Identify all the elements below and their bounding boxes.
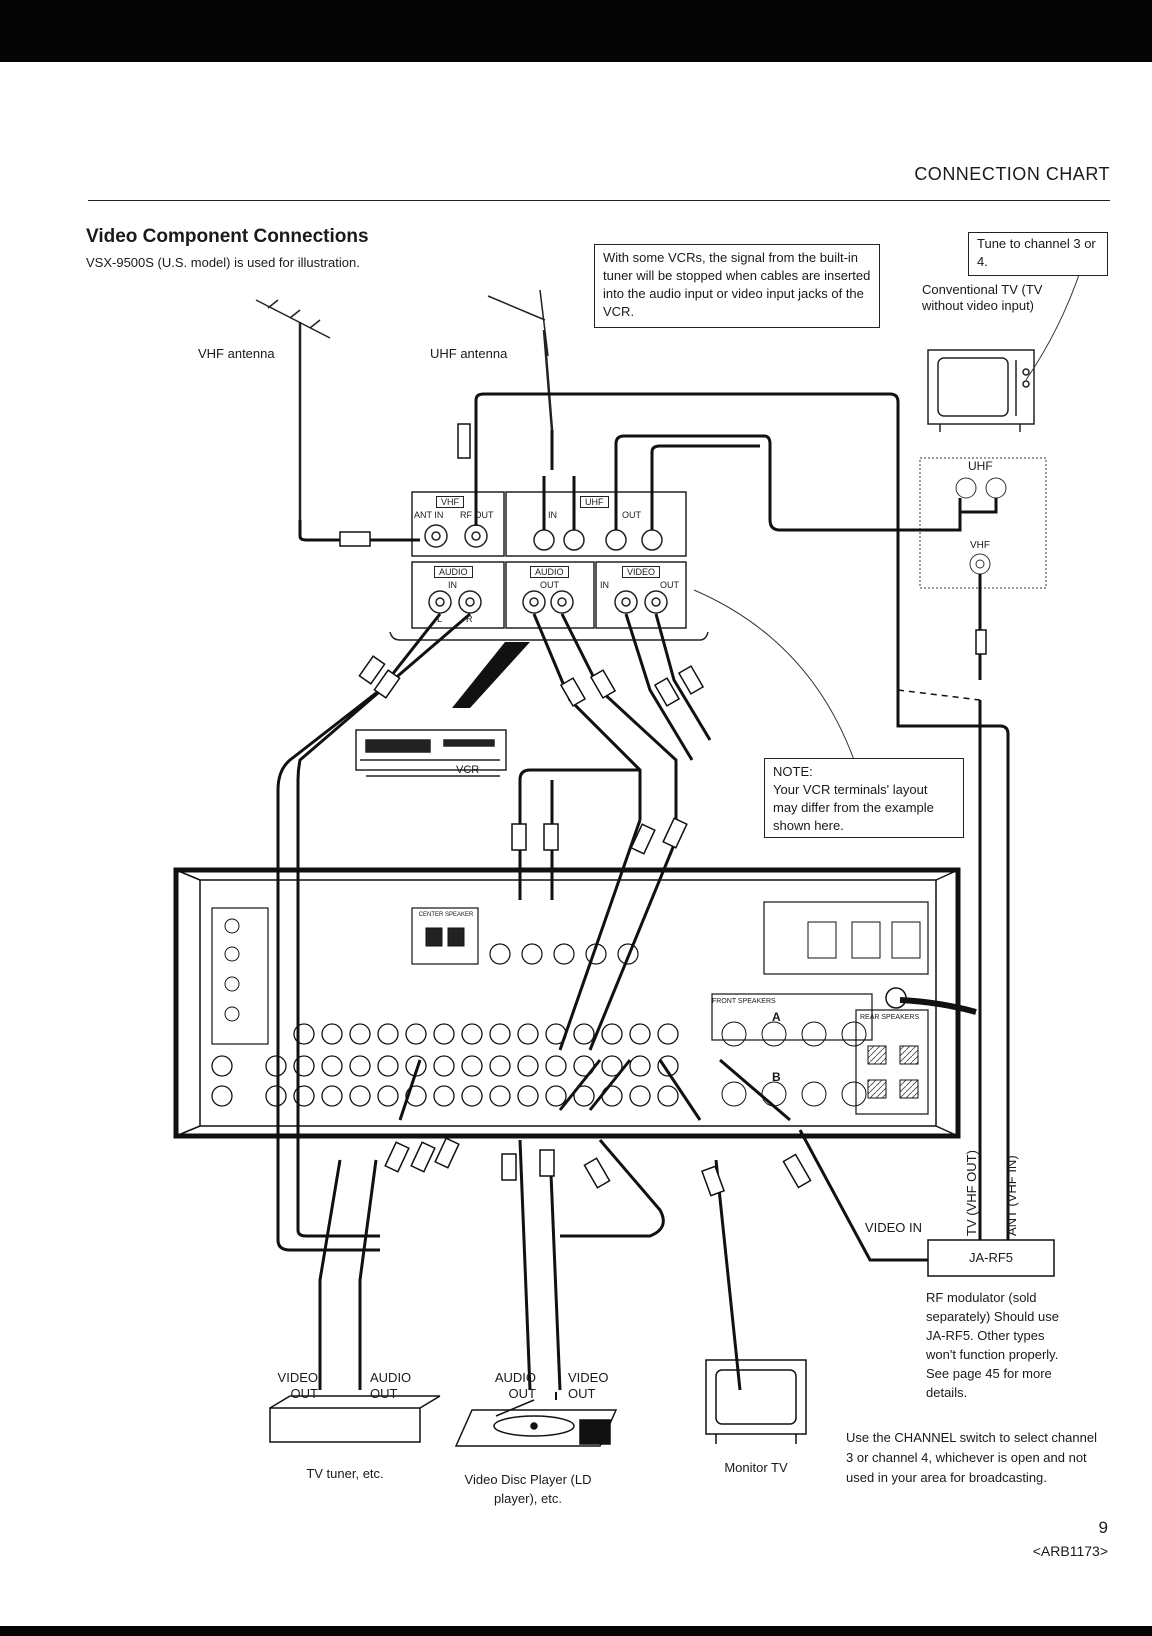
note-callout-line [693,589,855,761]
vcr-rear-panel [389,491,709,641]
vcr-video-box: VIDEO [622,566,661,578]
tv-vhf-label: VHF [970,540,990,551]
rf-tv-vhf-out-label: TV (VHF OUT) [964,1150,979,1236]
page-number: 9 [1098,1518,1108,1537]
speaker-b-label: B [772,1070,781,1084]
channel-switch-note: Use the CHANNEL switch to select channel… [846,1430,1097,1485]
rf-modulator-name: JA-RF5 [968,1250,1014,1265]
vcr-audio-in-box: AUDIO [434,566,473,578]
vcr-ant-in-label: ANT IN [414,510,444,520]
receiver-rca-jacks [211,1023,679,1107]
vcr-layout-note-title: NOTE: [773,764,813,779]
vcr-rf-out-label: RF OUT [460,510,494,520]
page-subtitle: VSX-9500S (U.S. model) is used for illus… [86,255,360,270]
document-code: <ARB1173> [1032,1543,1108,1559]
vcr-audio-out-label: OUT [540,580,559,590]
monitor-tv-icon [705,1359,807,1444]
vcr-layout-note-text: Your VCR terminals' layout may differ fr… [773,782,934,833]
vcr-r-label: R [466,614,473,624]
ld-player-icon [454,1399,618,1447]
tv-tuner-label: TV tuner, etc. [306,1466,384,1481]
rear-speakers-label: REAR SPEAKERS [860,1014,920,1021]
vcr-vhf-box-label: VHF [436,496,464,508]
rf-video-in-label: VIDEO IN [864,1220,922,1235]
vcr-icon [355,729,507,777]
vcr-video-in-label: IN [600,580,609,590]
vcr-name-label: VCR [456,764,480,776]
ld-audio-out-label: AUDIO OUT [494,1370,536,1401]
receiver-rear-panel [173,867,977,1139]
monitor-tv-label: Monitor TV [724,1460,788,1475]
top-scan-border [0,0,1152,62]
rf-ant-vhf-in-label: ANT (VHF IN) [1004,1155,1019,1236]
tv-antenna-terminal-panel [919,457,1047,589]
rf-modulator-box [927,1239,1055,1277]
ld-player-label: Video Disc Player (LD player), etc. [464,1472,592,1506]
vcr-video-out-label: OUT [660,580,679,590]
center-speaker-label: CENTER SPEAKER [418,912,474,918]
vcr-uhf-box-label: UHF [580,496,609,508]
vcr-audio-out-box: AUDIO [530,566,569,578]
uhf-antenna-label: UHF antenna [430,346,508,361]
rca-plug-icons [339,423,987,1197]
vcr-tuner-note-box: With some VCRs, the signal from the buil… [594,244,880,328]
speaker-a-label: A [772,1010,781,1024]
header-rule [88,200,1110,201]
front-speakers-label: FRONT SPEAKERS [712,998,776,1005]
vcr-pointer-wedge [452,642,530,708]
tune-channel-note-box: Tune to channel 3 or 4. [968,232,1108,276]
uhf-antenna-icon [487,289,554,431]
tv-uhf-label: UHF [968,459,993,473]
cables [276,392,1010,1391]
tv-tuner-video-out-label: VIDEO OUT [277,1370,318,1401]
vhf-antenna-icon [255,299,331,520]
vcr-uhf-out-label: OUT [622,510,641,520]
vcr-layout-note-box: NOTE: Your VCR terminals' layout may dif… [764,758,964,838]
section-header: CONNECTION CHART [914,164,1110,184]
tv-tuner-audio-out-label: AUDIO OUT [370,1370,412,1401]
tune-callout-line [1025,271,1081,381]
rf-modulator-description: RF modulator (sold separately) Should us… [926,1290,1059,1400]
vcr-audio-in-label: IN [448,580,457,590]
tv-tuner-icon [269,1395,441,1443]
conventional-tv-label: Conventional TV (TV without video input) [922,282,1043,313]
ld-video-out-label: VIDEO OUT [568,1370,609,1401]
vhf-antenna-label: VHF antenna [198,346,275,361]
vcr-uhf-in-label: IN [548,510,557,520]
page-title: Video Component Connections [86,226,369,247]
bottom-scan-border [0,1626,1152,1636]
conventional-tv-icon [927,349,1035,432]
vcr-l-label: L [437,614,443,624]
